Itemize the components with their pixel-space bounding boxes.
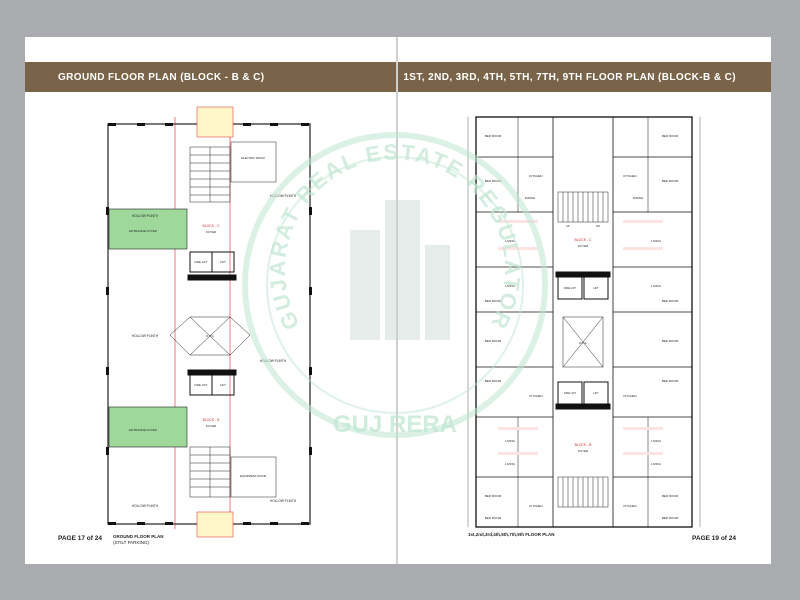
electric-room-label: ELECTRIC ROOM [241, 156, 265, 160]
plan-boundary [107, 123, 311, 525]
ground-floor-plan: HOLLOW PLINTH HOLLOW PLINTH HOLLOW PLINT… [106, 106, 312, 538]
ots-shaft [562, 316, 604, 368]
room-label: LIVING [651, 439, 662, 443]
room-label: BED ROOM [485, 134, 502, 138]
room-label: BED ROOM [485, 339, 502, 343]
right-page-title: 1ST, 2ND, 3RD, 4TH, 5TH, 7TH, 9TH FLOOR … [403, 71, 736, 83]
foyer-label: FOYER [206, 424, 217, 428]
room-label: DINING [525, 196, 536, 200]
room-label: KITCHEN [529, 394, 542, 398]
room-label: LIVING [651, 462, 662, 466]
lift-core-top [555, 271, 611, 300]
right-page: 1ST, 2ND, 3RD, 4TH, 5TH, 7TH, 9TH FLOOR … [398, 37, 771, 564]
staircase-top [557, 191, 609, 223]
block-label: BLOCK - B [203, 418, 221, 422]
room-label: BED ROOM [485, 299, 502, 303]
room-label: BED ROOM [662, 179, 679, 183]
staircase-bottom [557, 476, 609, 508]
staircase-bottom [189, 446, 231, 498]
up-label: UP [566, 224, 570, 228]
hollow-plinth-label: HOLLOW PLINTH [270, 499, 297, 503]
lift-core-bottom [555, 381, 611, 410]
staircase-top [189, 146, 231, 203]
lift-label: LIFT [220, 260, 226, 264]
hollow-plinth-label: HOLLOW PLINTH [270, 194, 297, 198]
ots-label: O.T.S. [206, 334, 215, 338]
unit-labels [498, 220, 663, 455]
room-label: KITCHEN [529, 504, 542, 508]
lift-label: LIFT [220, 383, 226, 387]
room-label: BED ROOM [485, 379, 502, 383]
fire-lift-label: FIRE LIFT [564, 286, 576, 290]
room-label: LIVING [505, 239, 516, 243]
room-label: FOYER [578, 449, 589, 453]
room-label: KITCHEN [623, 394, 636, 398]
fire-lift-label: FIRE LIFT [195, 383, 208, 387]
room-label: BED ROOM [662, 379, 679, 383]
room-label: BED ROOM [662, 339, 679, 343]
left-page-title: GROUND FLOOR PLAN (BLOCK - B & C) [58, 71, 265, 83]
hollow-plinth-label: HOLLOW PLINTH [132, 214, 159, 218]
lift-label: LIFT [593, 286, 599, 290]
dn-label: DN [596, 224, 600, 228]
page-number-left: PAGE 17 of 24 [58, 535, 102, 542]
hollow-plinth-label: HOLLOW PLINTH [132, 504, 159, 508]
room-label: LIVING [505, 284, 516, 288]
room-label: KITCHEN [529, 174, 542, 178]
room-label: BED ROOM [485, 516, 502, 520]
block-label: BLOCK - C [203, 224, 221, 228]
lift-core-bottom [187, 369, 237, 396]
room-label: BED ROOM [662, 494, 679, 498]
typical-floor-plan: BED ROOM BED ROOM KITCHEN KITCHEN BED RO… [467, 116, 701, 528]
electric-room-box [230, 141, 277, 183]
hollow-plinth-label: HOLLOW PLINTH [260, 359, 287, 363]
entrance-foyer-bottom-fill [108, 406, 188, 448]
room-label: LIVING [651, 239, 662, 243]
ramp-top [196, 106, 234, 138]
right-page-header: 1ST, 2ND, 3RD, 4TH, 5TH, 7TH, 9TH FLOOR … [398, 62, 771, 92]
room-label: BED ROOM [662, 299, 679, 303]
room-label: LIVING [651, 284, 662, 288]
room-label: DINING [633, 196, 644, 200]
typical-floor-caption: 1st,2nd,3rd,4th,5th,7th,9th FLOOR PLAN [468, 532, 555, 537]
ground-floor-caption: GROUND FLOOR PLAN (STILT PARKING) [113, 534, 164, 545]
hollow-plinth-label: HOLLOW PLINTH [132, 334, 159, 338]
room-label: KITCHEN [623, 504, 636, 508]
room-label: BED ROOM [485, 179, 502, 183]
page-number-right: PAGE 19 of 24 [692, 535, 736, 542]
ramp-bottom [196, 511, 234, 538]
entrance-foyer-label: ENTRANCE FOYER [129, 428, 158, 432]
fire-lift-label: FIRE LIFT [195, 260, 208, 264]
equipment-room-label: EQUIPMENT ROOM [240, 474, 267, 478]
room-label: BED ROOM [662, 134, 679, 138]
block-label: BLOCK - C [575, 238, 593, 242]
room-label: LIVING [505, 462, 516, 466]
columns [106, 123, 312, 525]
lift-core-top [187, 251, 237, 281]
entrance-foyer-top-fill [108, 208, 188, 250]
room-label: BED ROOM [485, 494, 502, 498]
left-page: GROUND FLOOR PLAN (BLOCK - B & C) [25, 37, 398, 564]
entrance-foyer-label: ENTRANCE FOYER [129, 229, 158, 233]
room-label: LIVING [505, 439, 516, 443]
room-label: FOYER [578, 244, 589, 248]
foyer-label: FOYER [206, 230, 217, 234]
lift-label: LIFT [593, 391, 599, 395]
equipment-room-box [230, 456, 277, 498]
room-label: KITCHEN [623, 174, 636, 178]
room-label: BED ROOM [662, 516, 679, 520]
left-page-header: GROUND FLOOR PLAN (BLOCK - B & C) [25, 62, 398, 92]
ots-label: O.T.S. [579, 341, 588, 345]
block-label: BLOCK - B [575, 443, 593, 447]
fire-lift-label: FIRE LIFT [564, 391, 576, 395]
